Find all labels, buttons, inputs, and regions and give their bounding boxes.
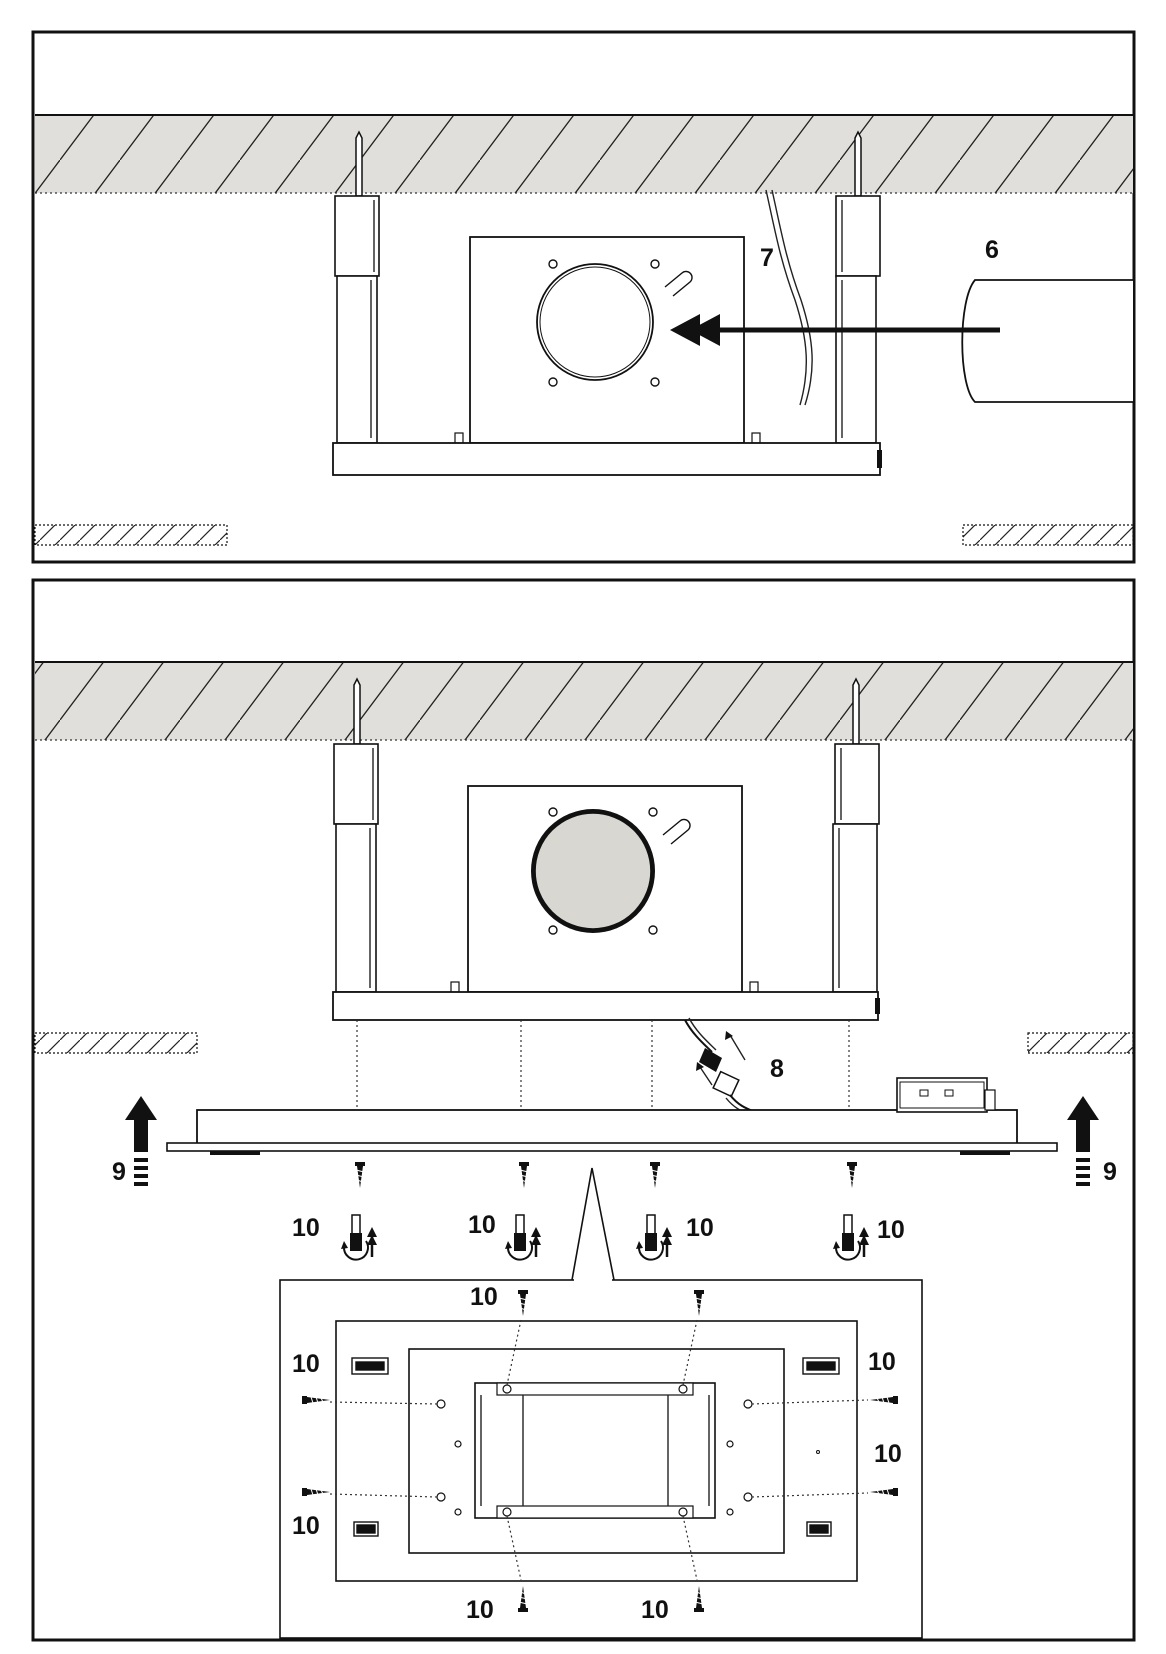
label-screw: 10 <box>868 1348 896 1376</box>
label-connector: 8 <box>770 1055 784 1083</box>
label-cable: 7 <box>760 244 774 272</box>
label-screw: 10 <box>292 1512 320 1540</box>
ceiling-panel <box>166 1077 1058 1155</box>
support-leg-left <box>334 195 380 444</box>
motor-housing-2 <box>450 785 759 993</box>
label-screw: 10 <box>292 1350 320 1378</box>
hood-frame-bar <box>332 442 881 476</box>
panel-panel-fixing: 8 9 9 10 10 10 10 <box>31 578 1136 1642</box>
label-screw: 10 <box>292 1214 320 1242</box>
exhaust-duct <box>961 279 1133 403</box>
anchor-bolt-right <box>854 130 862 197</box>
support-leg-right-2 <box>832 743 880 993</box>
panel-duct-connection: 6 7 <box>31 30 1136 564</box>
label-screw: 10 <box>686 1214 714 1242</box>
detail-callout <box>279 1278 923 1639</box>
hood-frame-bar-2 <box>332 991 879 1021</box>
label-screw: 10 <box>470 1283 498 1311</box>
anchor-bolt-left <box>355 130 363 197</box>
anchor-bolt-right-2 <box>852 677 860 745</box>
label-lift-left: 9 <box>112 1158 126 1186</box>
duct-insertion-arrow <box>670 314 1000 346</box>
label-lift-right: 9 <box>1103 1158 1117 1186</box>
support-leg-left-2 <box>333 743 379 993</box>
clip <box>351 1357 840 1537</box>
label-screw: 10 <box>468 1211 496 1239</box>
label-screw: 10 <box>641 1596 669 1624</box>
anchor-bolt-left-2 <box>353 677 361 745</box>
ceiling-cutout-left-2 <box>34 1032 198 1054</box>
power-cable <box>765 189 807 406</box>
ceiling-cutout-left <box>34 524 228 546</box>
label-screw: 10 <box>874 1440 902 1468</box>
ceiling-cutout-right-2 <box>1027 1032 1134 1054</box>
label-screw: 10 <box>877 1216 905 1244</box>
ceiling-cutout-right <box>962 524 1134 546</box>
support-leg-right <box>835 195 881 444</box>
label-duct: 6 <box>985 236 999 264</box>
label-screw: 10 <box>466 1596 494 1624</box>
